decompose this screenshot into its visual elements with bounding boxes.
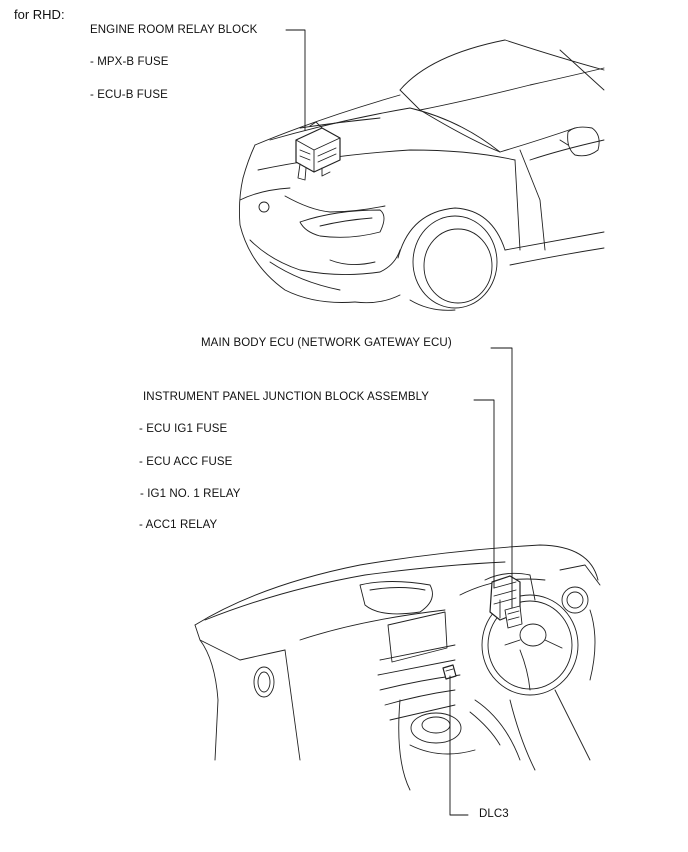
main-body-ecu-label: MAIN BODY ECU (NETWORK GATEWAY ECU) (201, 337, 452, 349)
engine-room-relay-block-label: ENGINE ROOM RELAY BLOCK (90, 24, 258, 36)
ecu-b-fuse-label: - ECU-B FUSE (90, 89, 168, 101)
engine-room-leader-line (285, 29, 306, 131)
ecu-ig1-fuse-label: - ECU IG1 FUSE (139, 423, 228, 435)
car-front-illustration (238, 39, 605, 311)
instrument-panel-leader-line (473, 399, 495, 589)
engine-room-relay-block-icon (295, 121, 341, 181)
dlc3-connector-icon (442, 664, 457, 680)
dlc3-label: DLC3 (479, 808, 509, 820)
main-body-ecu-leader-line (490, 347, 513, 609)
ig1-no1-relay-label: - IG1 NO. 1 RELAY (140, 488, 241, 500)
instrument-panel-jb-label: INSTRUMENT PANEL JUNCTION BLOCK ASSEMBLY (143, 391, 430, 403)
ecu-acc-fuse-label: - ECU ACC FUSE (139, 456, 233, 468)
acc1-relay-label: - ACC1 RELAY (139, 519, 218, 531)
mpx-b-fuse-label: - MPX-B FUSE (90, 56, 169, 68)
page-header: for RHD: (14, 7, 65, 22)
main-body-ecu-icon (504, 605, 523, 629)
dashboard-illustration (194, 544, 601, 791)
dlc3-leader-line (449, 675, 469, 816)
